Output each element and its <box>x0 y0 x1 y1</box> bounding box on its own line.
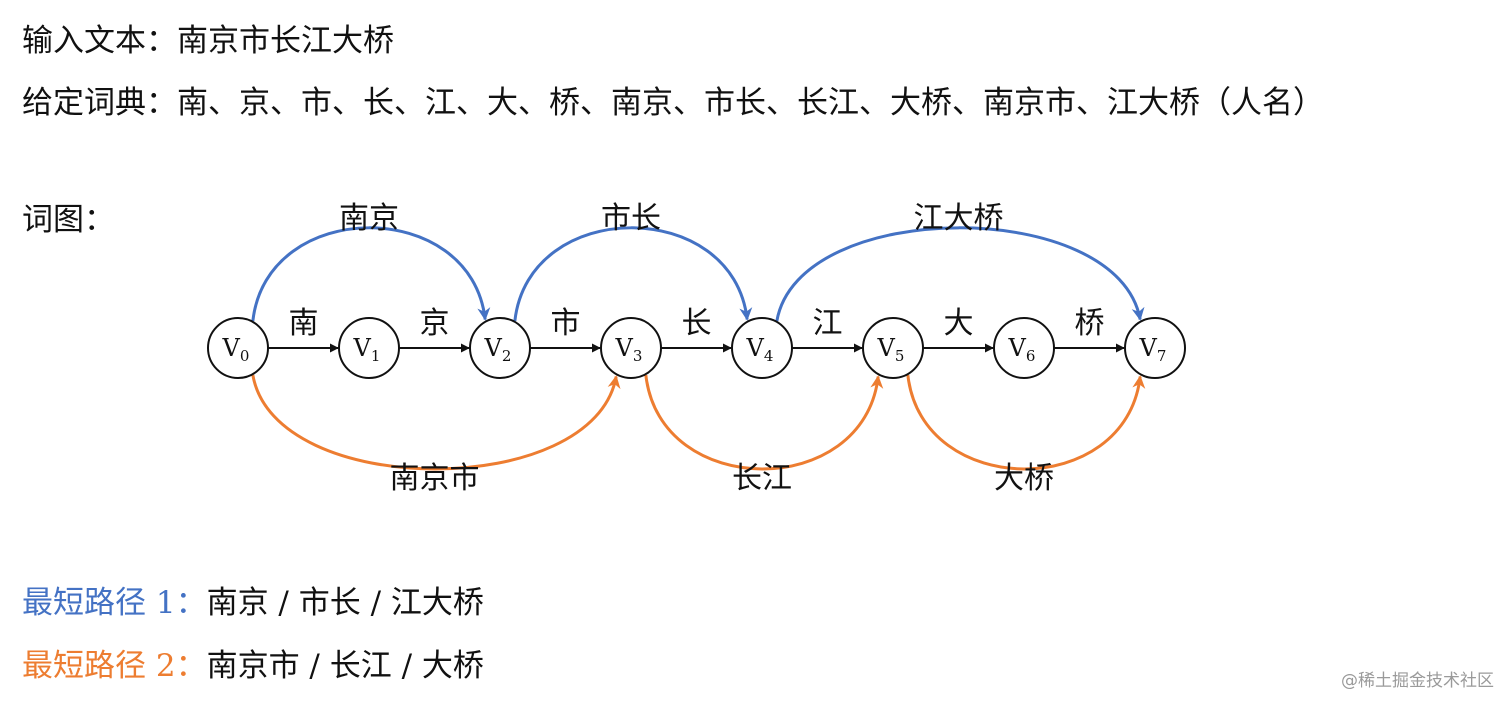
node-index-v6: 6 <box>1026 347 1036 365</box>
shortest-path-2-value: 南京市 / 长江 / 大桥 <box>206 648 484 684</box>
node-v7: V7 <box>1124 317 1186 379</box>
node-circle-v6 <box>993 317 1055 379</box>
node-circle-v3 <box>600 317 662 379</box>
shortest-path-1-value: 南京 / 市长 / 江大桥 <box>206 585 484 621</box>
upper-arc-label-1: 市长 <box>601 201 661 236</box>
node-label-v2: V2 <box>484 334 512 365</box>
node-label-v4: V4 <box>746 334 774 365</box>
dictionary-line: 给定词典：南、京、市、长、江、大、桥、南京、市长、长江、大桥、南京市、江大桥（人… <box>22 88 1324 119</box>
shortest-path-1-label: 最短路径 1 <box>22 585 176 621</box>
lower-arc-0 <box>251 374 621 471</box>
node-index-v4: 4 <box>764 347 774 365</box>
shortest-path-1-line: 最短路径 1：南京 / 市长 / 江大桥 <box>22 588 484 619</box>
word-graph-label: 词图： <box>22 202 115 238</box>
chain-edge-label-3: 长 <box>682 306 712 341</box>
node-letter-v6: V <box>1008 334 1027 362</box>
shortest-path-2-sep: ： <box>175 648 207 684</box>
chain-edge-label-0: 南 <box>289 306 319 341</box>
node-circle-v2 <box>469 317 531 379</box>
node-label-v5: V5 <box>877 334 905 365</box>
input-text-line: 输入文本：南京市长江大桥 <box>22 26 394 57</box>
node-label-v1: V1 <box>353 334 381 365</box>
upper-arc-2 <box>775 226 1145 322</box>
node-index-v3: 3 <box>633 347 643 365</box>
node-index-v1: 1 <box>371 347 381 365</box>
node-circle-v4 <box>731 317 793 379</box>
shortest-path-2-label: 最短路径 2 <box>22 648 176 684</box>
lower-arc-1 <box>644 374 884 471</box>
dictionary-label: 给定词典： <box>22 85 177 121</box>
node-label-v6: V6 <box>1008 334 1036 365</box>
input-text-value: 南京市长江大桥 <box>177 23 394 59</box>
node-index-v7: 7 <box>1157 347 1167 365</box>
node-index-v0: 0 <box>240 347 250 365</box>
node-circle-v1 <box>338 317 400 379</box>
chain-edge-label-2: 市 <box>551 306 581 341</box>
node-v4: V4 <box>731 317 793 379</box>
node-index-v5: 5 <box>895 347 905 365</box>
node-v5: V5 <box>862 317 924 379</box>
lower-arc-label-0: 南京市 <box>390 461 480 496</box>
node-letter-v3: V <box>615 334 634 362</box>
upper-arc-label-0: 南京 <box>339 201 399 236</box>
chain-edge-label-5: 大 <box>944 306 974 341</box>
upper-arc-1 <box>513 226 753 322</box>
upper-arc-0 <box>251 226 491 322</box>
node-label-v3: V3 <box>615 334 643 365</box>
node-label-v7: V7 <box>1139 334 1167 365</box>
shortest-path-2-line: 最短路径 2：南京市 / 长江 / 大桥 <box>22 651 484 682</box>
node-letter-v1: V <box>353 334 372 362</box>
lower-arc-label-1: 长江 <box>732 461 792 496</box>
shortest-path-1-sep: ： <box>175 585 207 621</box>
dictionary-value: 南、京、市、长、江、大、桥、南京、市长、长江、大桥、南京市、江大桥（人名） <box>177 85 1324 121</box>
chain-edge-label-6: 桥 <box>1075 306 1105 341</box>
chain-edge-label-1: 京 <box>420 306 450 341</box>
node-circle-v7 <box>1124 317 1186 379</box>
node-label-v0: V0 <box>222 334 250 365</box>
node-letter-v4: V <box>746 334 765 362</box>
node-letter-v5: V <box>877 334 896 362</box>
node-v6: V6 <box>993 317 1055 379</box>
node-circle-v0 <box>207 317 269 379</box>
chain-edge-label-4: 江 <box>813 306 843 341</box>
watermark: @稀土掘金技术社区 <box>1341 671 1494 691</box>
node-v3: V3 <box>600 317 662 379</box>
node-v1: V1 <box>338 317 400 379</box>
node-letter-v7: V <box>1139 334 1158 362</box>
upper-arc-label-2: 江大桥 <box>914 201 1004 236</box>
node-v0: V0 <box>207 317 269 379</box>
node-v2: V2 <box>469 317 531 379</box>
lower-arc-2 <box>906 374 1146 471</box>
node-letter-v2: V <box>484 334 503 362</box>
node-circle-v5 <box>862 317 924 379</box>
node-letter-v0: V <box>222 334 241 362</box>
lower-arc-label-2: 大桥 <box>994 461 1054 496</box>
node-index-v2: 2 <box>502 347 512 365</box>
input-text-label: 输入文本： <box>22 23 177 59</box>
